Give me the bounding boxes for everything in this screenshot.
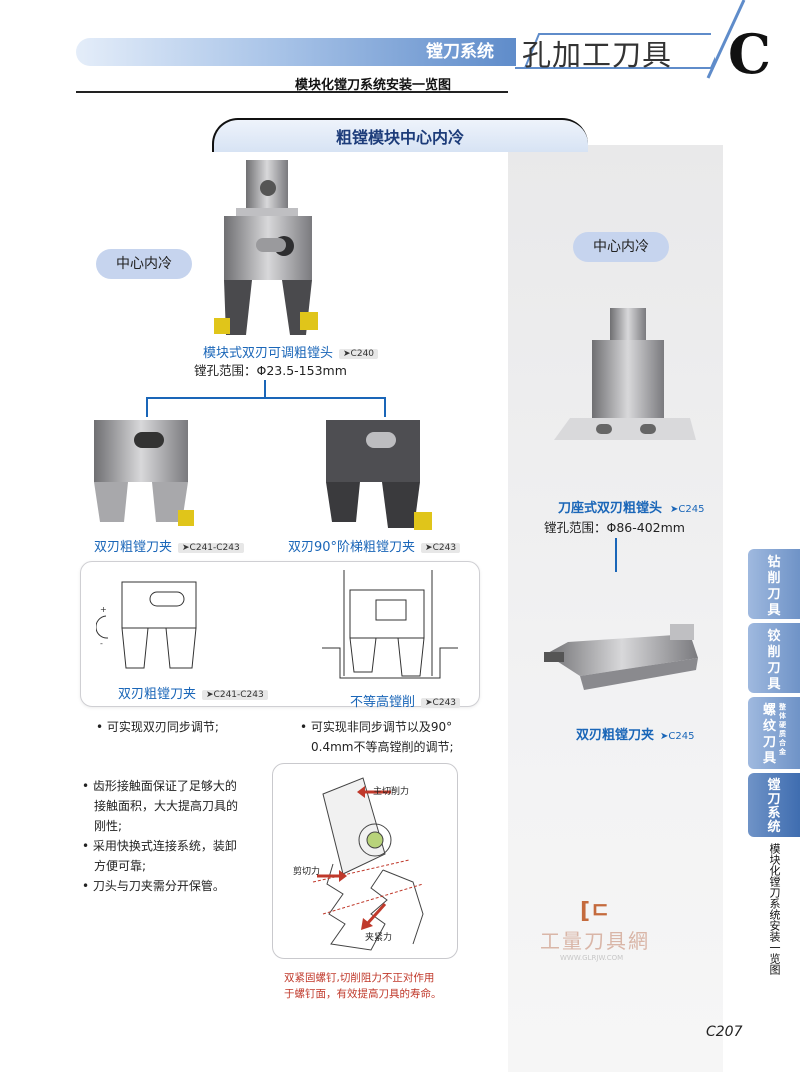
side-tab-sublabel: 整体硬质合金: [779, 703, 786, 756]
clamp-right-ref[interactable]: ➤C243: [421, 542, 461, 553]
svg-text:-: -: [100, 639, 103, 648]
header-subtitle: 模块化镗刀系统安装一览图: [295, 78, 452, 93]
right-head-label: 刀座式双刃粗镗头 ➤C245: [558, 497, 704, 516]
detail-left-ref[interactable]: ➤C241-C243: [202, 689, 268, 700]
side-tab-drilling[interactable]: 钻削刀具: [748, 549, 800, 619]
detail-right-label: 不等高镗削 ➤C243: [350, 691, 461, 710]
clamp-right-label: 双刃90°阶梯粗镗刀夹 ➤C243: [288, 536, 461, 555]
clamp-left-name: 双刃粗镗刀夹: [94, 540, 173, 555]
watermark-url: WWW.GLRJW.COM: [560, 954, 624, 962]
detail-left-name: 双刃粗镗刀夹: [118, 687, 197, 702]
right-twin-clamp-image: [544, 624, 698, 690]
side-tab-label: 钻削刀具: [767, 555, 781, 618]
twin-cutter-clamp-image: [94, 420, 194, 526]
note-right-line2: 0.4mm不等高镗削的调节;: [311, 740, 454, 754]
right-clamp-name: 双刃粗镗刀夹: [576, 728, 655, 743]
connector-left: [146, 397, 148, 417]
main-head-ref[interactable]: ➤C240: [339, 348, 379, 359]
section-title: 粗镗模块中心内冷: [335, 128, 464, 147]
seat-type-boring-head-image: [554, 308, 696, 440]
page-number: C207: [706, 1024, 743, 1040]
detail-right-ref[interactable]: ➤C243: [421, 697, 461, 708]
header-system-label: 镗刀系统: [426, 42, 494, 62]
center-coolant-pill-right: 中心内冷: [573, 232, 669, 262]
right-clamp-ref[interactable]: ➤C245: [660, 731, 695, 742]
header-bar: [76, 38, 516, 66]
right-head-range: 镗孔范围：Φ86-402mm: [544, 520, 685, 535]
side-tab-label: 镗刀系统: [767, 778, 781, 835]
main-head-label: 模块式双刃可调粗镗头 ➤C240: [203, 342, 379, 361]
right-head-name: 刀座式双刃粗镗头: [558, 501, 663, 516]
force-caption-line1: 双紧固螺钉,切削阻力不正对作用: [284, 972, 435, 984]
connector-horizontal: [146, 397, 386, 399]
feature-line: 齿形接触面保证了足够大的: [82, 776, 252, 796]
feature-line: 方便可靠;: [94, 859, 147, 873]
right-head-ref[interactable]: ➤C245: [670, 504, 705, 515]
main-cutting-force-label: 主切削力: [373, 787, 410, 797]
header-slash: [706, 0, 746, 79]
force-diagram: 主切削力 剪切力 夹紧力: [272, 763, 458, 959]
watermark-text: 工量刀具網: [540, 929, 650, 953]
twin-clamp-line-drawing: + -: [96, 581, 197, 669]
side-vertical-title: 模块化镗刀系统安装一览图: [768, 843, 781, 975]
note-left: 可实现双刃同步调节;: [96, 717, 219, 737]
force-diagram-drawing: [312, 777, 424, 951]
side-tab-threading[interactable]: 螺纹刀具 整体硬质合金: [748, 697, 800, 769]
svg-text:+: +: [100, 605, 107, 614]
right-clamp-label: 双刃粗镗刀夹 ➤C245: [576, 724, 694, 743]
clamp-left-ref[interactable]: ➤C241-C243: [178, 542, 244, 553]
right-panel: [508, 145, 723, 1072]
clamp-left-label: 双刃粗镗刀夹 ➤C241-C243: [94, 536, 244, 555]
stepped-boring-line-drawing: [322, 570, 458, 679]
header-category: 孔加工刀具: [522, 38, 673, 72]
shear-force-label: 剪切力: [293, 867, 321, 877]
detail-right-name: 不等高镗削: [350, 695, 416, 710]
stepped-clamp-image: [326, 420, 432, 530]
feature-line: 刚性;: [94, 819, 123, 833]
center-coolant-pill-left: 中心内冷: [96, 249, 192, 279]
force-caption-line2: 于螺钉面，有效提高刀具的寿命。: [284, 988, 442, 1000]
features-list: 齿形接触面保证了足够大的 接触面积，大大提高刀具的 刚性; 采用快换式连接系统，…: [82, 776, 252, 896]
feature-line: 接触面积，大大提高刀具的: [94, 799, 239, 813]
side-tab-label: 铰削刀具: [767, 629, 781, 692]
right-connector: [615, 538, 617, 572]
main-head-name: 模块式双刃可调粗镗头: [203, 346, 334, 361]
connector-vertical: [264, 380, 266, 398]
modular-boring-head-image: [214, 160, 318, 335]
detail-left-label: 双刃粗镗刀夹 ➤C241-C243: [118, 683, 268, 702]
main-head-range: 镗孔范围：Φ23.5-153mm: [194, 363, 347, 378]
clamping-force-label: 夹紧力: [365, 933, 393, 943]
side-tab-reaming[interactable]: 铰削刀具: [748, 623, 800, 693]
connector-right: [384, 397, 386, 417]
header-category-frame: [515, 33, 715, 69]
adjustment-detail-box: [80, 561, 480, 707]
note-right-line1: 可实现非同步调节以及90°: [300, 717, 452, 737]
feature-line: 刀头与刀夹需分开保管。: [82, 876, 252, 896]
chapter-letter: C: [728, 22, 771, 86]
watermark-logo: [ㄷ: [580, 899, 611, 924]
clamp-right-name: 双刃90°阶梯粗镗刀夹: [288, 540, 416, 555]
header-rule: [76, 91, 508, 93]
side-tab-label: 螺纹刀具: [762, 703, 776, 766]
section-title-frame: [212, 118, 588, 152]
feature-line: 采用快换式连接系统，装卸: [82, 836, 252, 856]
side-tab-boring[interactable]: 镗刀系统: [748, 773, 800, 837]
